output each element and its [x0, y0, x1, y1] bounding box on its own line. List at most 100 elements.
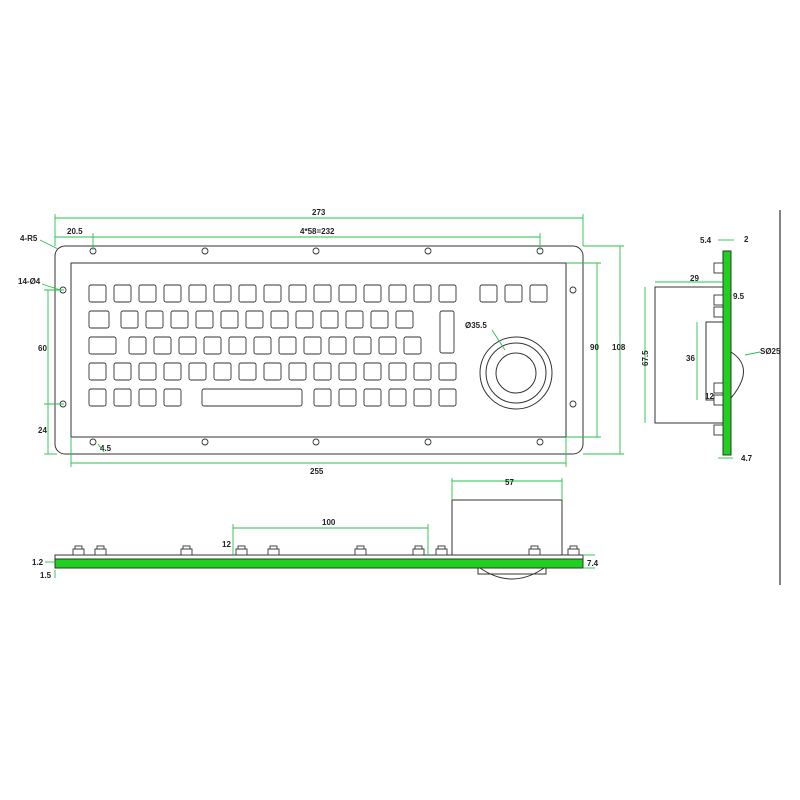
key — [88, 388, 107, 407]
nut — [267, 548, 280, 556]
nut-cap — [269, 545, 278, 550]
key — [88, 336, 117, 355]
key — [88, 284, 107, 303]
key — [303, 336, 322, 355]
pcb-thickness-label: 1.5 — [40, 571, 52, 580]
module-width-label: 57 — [505, 478, 514, 487]
nut — [94, 548, 107, 556]
ball-label: SØ25 — [760, 347, 781, 356]
key — [113, 362, 132, 381]
key — [363, 362, 382, 381]
key — [313, 284, 332, 303]
key — [353, 336, 372, 355]
bottom-left-offset-label: 24 — [38, 426, 47, 435]
bottom-ball — [479, 567, 545, 580]
key — [338, 284, 357, 303]
mounting-hole — [201, 247, 209, 255]
key — [163, 284, 182, 303]
faceplate-outline — [54, 245, 584, 455]
key — [228, 336, 247, 355]
key — [163, 388, 182, 407]
mounting-hole — [201, 438, 209, 446]
bottom-hole-offset-label: 4.5 — [100, 444, 112, 453]
key — [245, 310, 264, 329]
key — [413, 362, 432, 381]
bottom-thickness-label: 4.7 — [741, 454, 753, 463]
nut — [713, 382, 724, 394]
nut — [713, 394, 724, 406]
key — [363, 388, 382, 407]
key — [145, 310, 164, 329]
inner-width-label: 255 — [310, 467, 324, 476]
overall-height-label: 108 — [612, 343, 626, 352]
mounting-hole — [424, 247, 432, 255]
key — [120, 310, 139, 329]
mounting-hole — [312, 438, 320, 446]
hole-spec-label: 14-Ø4 — [18, 277, 41, 286]
key — [438, 284, 457, 303]
key — [278, 336, 297, 355]
key — [313, 362, 332, 381]
module-depth-label: 29 — [690, 274, 699, 283]
key — [138, 362, 157, 381]
nut — [354, 548, 367, 556]
key — [88, 310, 110, 329]
pcb-gap-label: 2 — [744, 235, 749, 244]
nut-cap — [569, 545, 578, 550]
trackball — [479, 336, 553, 410]
key — [388, 388, 407, 407]
key — [438, 388, 457, 407]
nut — [72, 548, 85, 556]
nut-cap — [356, 545, 365, 550]
key — [188, 284, 207, 303]
key — [270, 310, 289, 329]
mounting-hole — [312, 247, 320, 255]
key — [439, 310, 455, 354]
key — [138, 388, 157, 407]
nut-cap — [96, 545, 105, 550]
keyboard-panel — [70, 262, 567, 438]
key — [363, 284, 382, 303]
side-pcb — [722, 250, 732, 456]
mounting-hole — [536, 438, 544, 446]
module-height-label: 67.5 — [641, 350, 650, 366]
bottom-view: 57 100 12 1.2 1.5 7.4 — [32, 478, 599, 580]
key — [370, 310, 389, 329]
key — [220, 310, 239, 329]
key — [163, 362, 182, 381]
edge-offset-label: 20.5 — [67, 227, 83, 236]
bottom-pcb — [54, 558, 584, 569]
key — [395, 310, 414, 329]
plate-thickness-label: 1.2 — [32, 558, 44, 567]
key — [128, 336, 147, 355]
bracket-offset-bottom-label: 12 — [222, 540, 231, 549]
key — [113, 284, 132, 303]
mounting-hole — [569, 286, 577, 294]
key — [403, 336, 422, 355]
bottom-plate — [54, 554, 584, 560]
key — [178, 336, 197, 355]
nut — [180, 548, 193, 556]
nut-cap — [530, 545, 539, 550]
overall-width-label: 273 — [312, 208, 326, 217]
panel-thickness-top-label: 5.4 — [700, 236, 712, 245]
key — [320, 310, 339, 329]
key — [338, 362, 357, 381]
corner-radius-label: 4-R5 — [20, 234, 38, 243]
hole-spacing-label: 4*58=232 — [300, 227, 335, 236]
key-grid — [88, 284, 548, 407]
key — [113, 388, 132, 407]
key — [213, 362, 232, 381]
nut-cap — [74, 545, 83, 550]
key — [413, 388, 432, 407]
key — [188, 362, 207, 381]
total-thickness-label: 7.4 — [587, 559, 599, 568]
key — [88, 362, 107, 381]
key — [263, 284, 282, 303]
left-vertical-spacing-label: 60 — [38, 344, 47, 353]
side-view: 5.4 2 29 9.5 67.5 SØ25 36 12 4.7 — [641, 210, 781, 585]
nut — [713, 262, 724, 274]
key — [170, 310, 189, 329]
side-ball — [730, 351, 744, 399]
